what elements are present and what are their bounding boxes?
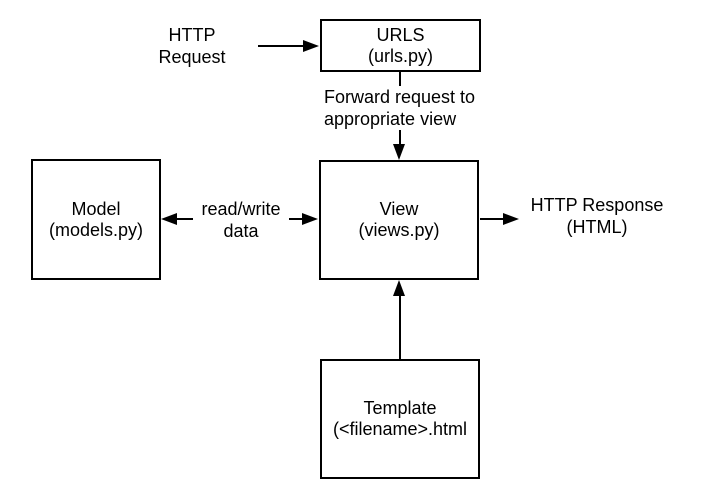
urls-box: URLS (urls.py) xyxy=(320,19,481,72)
model-box-title: Model xyxy=(71,198,121,219)
arrowhead-right-icon xyxy=(302,213,318,225)
http-response-label-line2: (HTML) xyxy=(566,217,628,237)
model-box-filename: (models.py) xyxy=(48,219,144,240)
template-box-filename: (<filename>.html xyxy=(332,419,468,439)
arrowhead-right-icon xyxy=(303,40,319,52)
arrowhead-up-icon xyxy=(393,280,405,296)
arrow-template-to-view-line xyxy=(399,295,401,359)
arrowhead-right-icon xyxy=(503,213,519,225)
view-box: View (views.py) xyxy=(319,160,479,280)
arrowhead-left-icon xyxy=(161,213,177,225)
arrow-view-to-response-line xyxy=(480,218,506,220)
read-write-data-label-line1: read/write xyxy=(201,199,281,219)
http-request-label: HTTP Request xyxy=(142,24,242,68)
arrow-request-to-urls-line xyxy=(258,45,306,47)
arrowhead-down-icon xyxy=(393,144,405,160)
view-box-filename: (views.py) xyxy=(358,220,440,240)
urls-box-title: URLS xyxy=(376,24,425,45)
forward-request-label: Forward request to appropriate view xyxy=(324,86,476,130)
template-box-title: Template xyxy=(363,398,437,418)
http-request-label-line2: Request xyxy=(158,47,226,67)
model-box: Model (models.py) xyxy=(31,159,161,280)
forward-request-label-line2: appropriate view xyxy=(324,109,457,129)
http-request-label-line1: HTTP xyxy=(168,25,216,45)
urls-box-filename: (urls.py) xyxy=(367,45,433,66)
http-response-label-line1: HTTP Response xyxy=(530,195,664,215)
template-box: Template (<filename>.html xyxy=(320,359,480,479)
view-box-title: View xyxy=(379,199,419,219)
forward-request-label-line1: Forward request to xyxy=(324,87,476,107)
read-write-data-label-line2: data xyxy=(223,221,259,241)
read-write-data-label: read/write data xyxy=(193,198,289,242)
http-response-label: HTTP Response (HTML) xyxy=(522,194,672,238)
